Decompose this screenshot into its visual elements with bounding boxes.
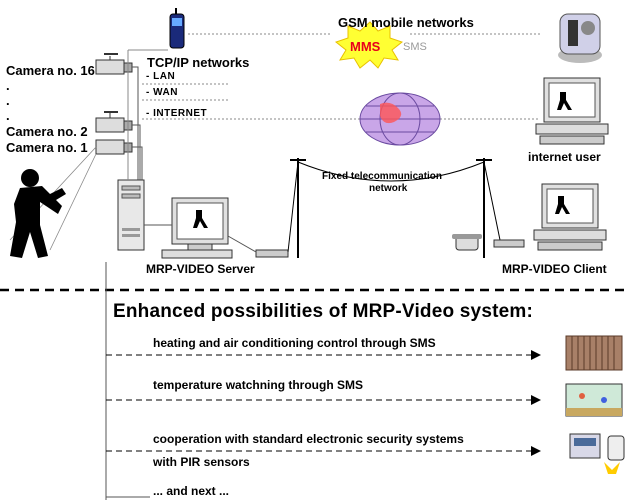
mms-star-icon [334,21,404,69]
internet-user-computer-icon [535,77,609,145]
fixed-network-label: Fixed telecommunication [322,171,443,182]
camera-icon [95,139,133,155]
server-modem-icon [255,249,289,258]
server-label: MRP-VIDEO Server [146,262,255,276]
server-monitor-icon [161,197,233,259]
radiator-icon [565,335,623,371]
camera-16-label: Camera no. 16 [6,63,95,78]
camera-dots: . [6,78,10,93]
person-silhouette [10,169,66,258]
mobile-user-icon [558,13,602,63]
camera-icon [95,111,133,133]
gsm-label: GSM mobile networks [338,15,474,30]
sms-label: SMS [403,41,427,53]
feature-item: ... and next ... [153,484,230,498]
lan-label: - LAN [146,71,176,82]
telephone-pole [476,158,492,258]
server-tower-icon [117,179,145,251]
feature-item: with PIR sensors [153,455,250,469]
client-computer-icon [533,183,607,251]
wan-label: - WAN [146,87,178,98]
camera-dots: . [6,93,10,108]
enhanced-title: Enhanced possibilities of MRP-Video syst… [113,301,534,322]
camera-1-label: Camera no. 1 [6,140,88,155]
internet-label: - INTERNET [146,108,208,119]
mobile-phone-icon [169,8,185,49]
tcpip-label: TCP/IP networks [147,55,250,70]
feature-item: heating and air conditioning control thr… [153,336,436,350]
pir-sensor-icon [604,435,625,474]
fixed-network-label-2: network [369,183,408,194]
mms-label: MMS [350,39,381,54]
feature-item: cooperation with standard electronic sec… [153,432,464,446]
feature-item: temperature watchning through SMS [153,378,364,392]
globe-icon [359,92,441,146]
internet-user-label: internet user [528,150,601,164]
telephone-pole [290,158,306,258]
client-label: MRP-VIDEO Client [502,262,607,276]
aquarium-icon [565,383,623,417]
security-panel-icon [569,433,601,459]
camera-dots: . [6,108,10,123]
camera-icon [95,53,133,75]
client-telephone-icon [452,234,482,251]
camera-2-label: Camera no. 2 [6,124,88,139]
client-modem-icon [493,239,525,248]
